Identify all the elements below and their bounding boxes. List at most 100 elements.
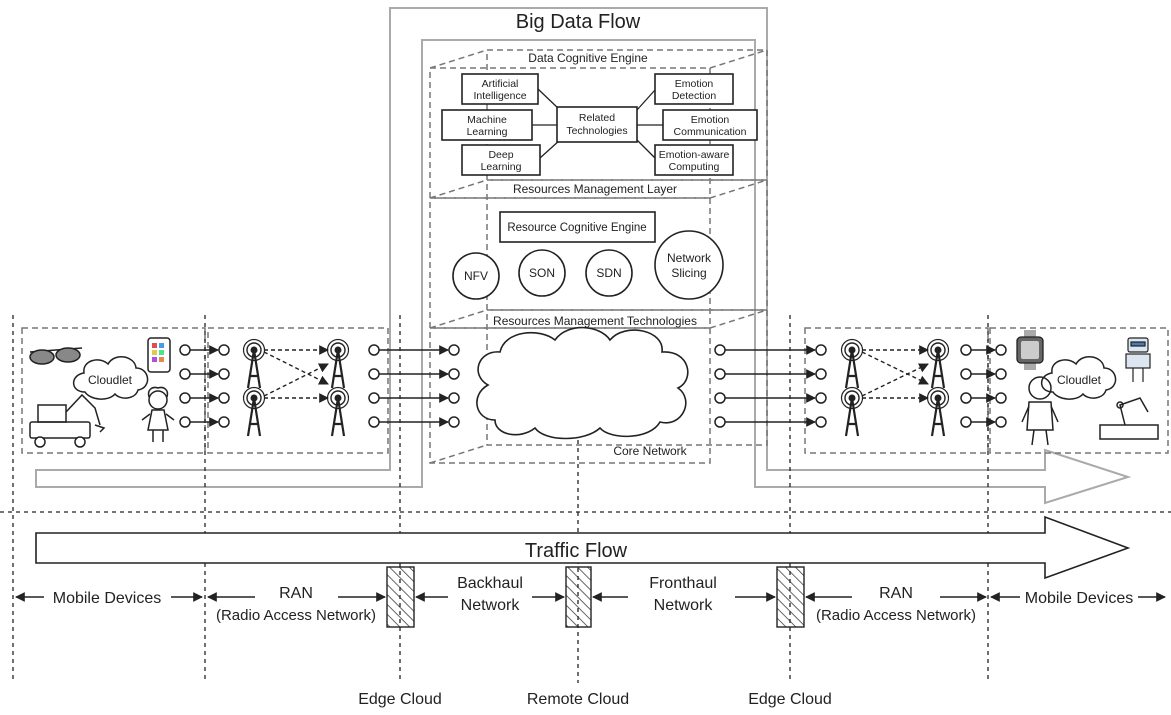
dashed-link-arrow: [861, 351, 929, 385]
girl-icon: [141, 386, 175, 442]
antenna-wave: [330, 342, 346, 358]
resource-cognitive-engine-box: Resource Cognitive Engine: [499, 211, 656, 243]
item-text: Detection: [672, 90, 717, 102]
node-circle: [218, 416, 230, 428]
glasses-icon: [29, 347, 83, 365]
node-circle: [448, 368, 460, 380]
dashed-link-arrow: [861, 363, 929, 397]
circle-label: NFV: [464, 269, 488, 283]
robot-icon: [1125, 337, 1151, 382]
node-circle: [714, 344, 726, 356]
fronthaul-label: Fronthaul: [649, 575, 717, 592]
item-text: Communication: [674, 126, 747, 138]
ran-right-label: RAN: [879, 585, 913, 602]
edge-cloud-right-block: [776, 566, 805, 628]
cloudlet-right: Cloudlet: [1040, 356, 1117, 400]
hub-line-2: Technologies: [566, 125, 627, 137]
ran-left-sublabel: (Radio Access Network): [216, 607, 376, 624]
remote-cloud-label: Remote Cloud: [527, 691, 629, 708]
antenna-dot: [250, 346, 258, 354]
resource-engine-label: Resource Cognitive Engine: [507, 222, 646, 234]
item-text: Intelligence: [473, 90, 526, 102]
robot-arm-icon: [1099, 397, 1159, 440]
person-icon: [1021, 376, 1059, 446]
edge-cloud-left-block: [386, 566, 415, 628]
item-emotion-communication: Emotion Communication: [662, 109, 758, 141]
big-data-flow-path: [35, 7, 1132, 505]
dashed-link-arrow: [263, 351, 329, 385]
node-circle: [218, 392, 230, 404]
node-circle: [960, 392, 972, 404]
ran-left-label: RAN: [279, 585, 313, 602]
cloudlet-left-label: Cloudlet: [88, 373, 133, 387]
core-network-cloud: [476, 326, 689, 440]
item-text: Learning: [467, 126, 508, 138]
antenna-dot: [848, 346, 856, 354]
node-circle: [714, 392, 726, 404]
circle-label: Slicing: [671, 266, 706, 280]
antenna-wave: [246, 390, 262, 406]
antenna-wave: [330, 390, 346, 406]
item-emotion-aware-computing: Emotion-aware Computing: [654, 144, 734, 176]
tablet-icon: [147, 337, 171, 373]
mobile-devices-right-label: Mobile Devices: [1025, 590, 1133, 607]
fronthaul-sublabel: Network: [654, 597, 714, 614]
remote-cloud-block: [565, 566, 592, 628]
core-network-label: Core Network: [613, 444, 687, 458]
antenna-wave: [844, 390, 860, 406]
circle-son: SON: [518, 249, 566, 297]
node-circle: [714, 368, 726, 380]
antenna-wave: [930, 342, 946, 358]
node-circle: [995, 368, 1007, 380]
antenna-dot: [934, 394, 942, 402]
excavator-icon: [29, 393, 106, 448]
node-circle: [368, 368, 380, 380]
node-circle: [815, 368, 827, 380]
backhaul-label: Backhaul: [457, 575, 523, 592]
node-circle: [960, 344, 972, 356]
node-circle: [815, 416, 827, 428]
related-technologies-box: Related Technologies: [556, 106, 638, 143]
circle-network-slicing: Network Slicing: [654, 230, 724, 300]
item-text: Emotion-aware: [659, 149, 730, 161]
hub-line-1: Related: [579, 112, 615, 124]
item-artificial-intelligence: Artificial Intelligence: [461, 73, 539, 105]
node-circle: [995, 392, 1007, 404]
node-circle: [995, 344, 1007, 356]
item-text: Deep: [488, 149, 513, 161]
item-text: Artificial: [482, 78, 519, 90]
cloudlet-right-label: Cloudlet: [1057, 373, 1102, 387]
item-machine-learning: Machine Learning: [441, 109, 533, 141]
node-circle: [815, 392, 827, 404]
data-cognitive-engine-title: Data Cognitive Engine: [528, 51, 648, 65]
ran-right-sublabel: (Radio Access Network): [816, 607, 976, 624]
resources-tech-label: Resources Management Technologies: [493, 314, 697, 328]
resources-layer-title: Resources Management Layer: [513, 182, 677, 196]
node-circle: [179, 392, 191, 404]
antenna-wave: [930, 390, 946, 406]
node-circle: [218, 368, 230, 380]
item-text: Learning: [481, 161, 522, 173]
circle-label: SON: [529, 266, 555, 280]
item-text: Emotion: [691, 114, 730, 126]
antenna-dot: [334, 346, 342, 354]
smartwatch-icon: [1016, 330, 1044, 370]
node-circle: [960, 416, 972, 428]
antenna-dot: [334, 394, 342, 402]
dashed-link-arrow: [263, 363, 329, 397]
mobile-devices-left-label: Mobile Devices: [53, 590, 161, 607]
item-text: Machine: [467, 114, 507, 126]
traffic-flow-arrow: [35, 515, 1131, 580]
antenna-wave: [246, 342, 262, 358]
node-circle: [995, 416, 1007, 428]
antenna-dot: [934, 346, 942, 354]
backhaul-sublabel: Network: [461, 597, 521, 614]
node-circle: [960, 368, 972, 380]
antenna-dot: [250, 394, 258, 402]
edge-cloud-right-label: Edge Cloud: [748, 691, 832, 708]
node-circle: [179, 344, 191, 356]
big-data-flow-title: Big Data Flow: [516, 11, 641, 33]
node-circle: [368, 392, 380, 404]
network-graphics: [179, 338, 1007, 437]
